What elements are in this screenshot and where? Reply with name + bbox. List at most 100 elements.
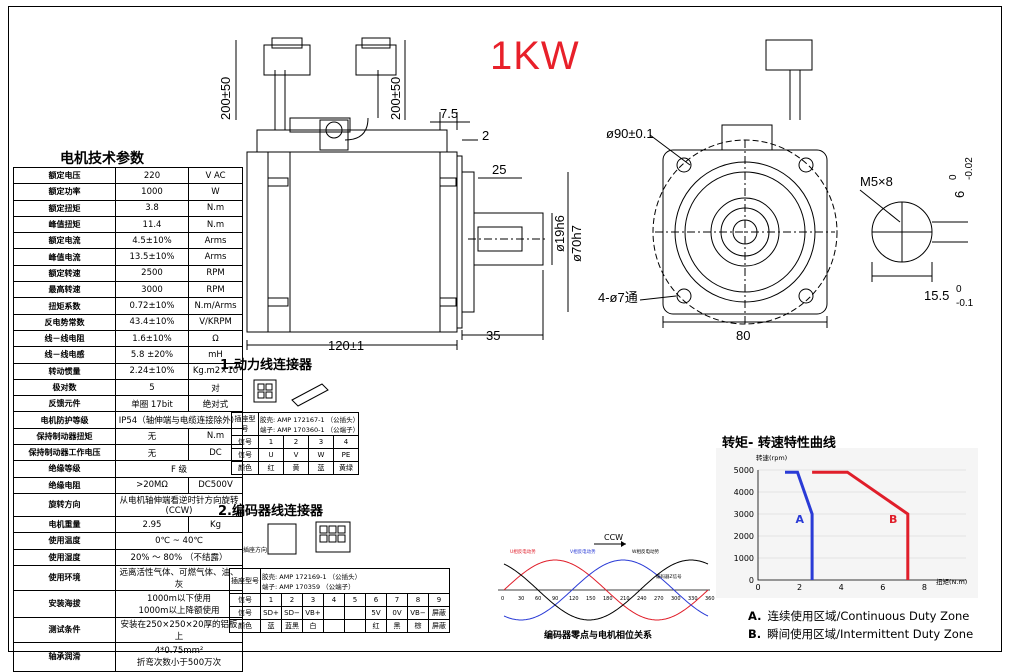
dim-flange-dia: ø70h7	[569, 225, 584, 262]
dim-key-height: 15.5	[924, 288, 949, 303]
encoder-conn-model1: 胶壳: AMP 172169-1 （公插头）	[262, 573, 362, 581]
dim-key-height-tol-lo: -0.1	[956, 298, 974, 309]
phase-tick-label: 150	[586, 596, 596, 602]
power-pin: 1	[258, 435, 284, 449]
drawing-sheet	[8, 6, 1002, 652]
power-row-color: 颜色	[231, 461, 259, 475]
chart-xtick-label: 4	[839, 583, 844, 592]
power-conn-model1: 胶壳: AMP 172167-1 （公插头）	[260, 416, 360, 424]
power-conn-model2: 端子: AMP 170360-1 （公端子）	[260, 426, 360, 434]
chart-ytick-label: 4000	[734, 488, 754, 497]
v-phase-wave	[503, 559, 709, 621]
power-pin: 3	[308, 435, 334, 449]
power-color: 蓝	[308, 461, 334, 475]
encoder-color	[323, 619, 345, 633]
chart-ytick-label: 2000	[734, 532, 754, 541]
chart-xtick-label: 2	[797, 583, 802, 592]
dim-thread: M5×8	[860, 174, 893, 189]
encoder-color: 蓝黑	[281, 619, 303, 633]
spec-name: 安装海拔	[13, 589, 116, 618]
series-label-a: A	[795, 513, 804, 526]
dim-key-height-tol-up: 0	[956, 284, 962, 295]
encoder-pin: 3	[302, 593, 324, 607]
dim-25: 25	[492, 162, 506, 177]
chart-ytick-label: 3000	[734, 510, 754, 519]
chart-ytick-label: 0	[749, 576, 754, 585]
encoder-signal: 0V	[386, 606, 408, 620]
dim-key-width-tol-lo: -0.02	[964, 157, 975, 180]
encoder-color: 白	[302, 619, 324, 633]
encoder-color: 黑	[386, 619, 408, 633]
encoder-row-pin: 信号	[229, 593, 261, 607]
ccw-arrowhead-icon	[621, 541, 626, 547]
encoder-color: 棕	[407, 619, 429, 633]
encoder-signal: VB+	[302, 606, 324, 620]
power-signal: W	[308, 448, 334, 462]
encoder-color: 红	[365, 619, 387, 633]
phase-tick-label: 360	[705, 596, 715, 602]
encoder-conn-tag: 插座方向	[243, 547, 268, 554]
phase-tick-label: 300	[671, 596, 681, 602]
z-signal-label: 编码器Z信号	[656, 573, 682, 580]
dim-7-5: 7.5	[440, 106, 458, 121]
power-pin: 4	[333, 435, 359, 449]
encoder-pin: 5	[344, 593, 366, 607]
power-conn-table: 插座型号 胶壳: AMP 172167-1 （公插头） 端子: AMP 1703…	[231, 412, 359, 475]
dim-key-width: 6	[952, 191, 967, 198]
phase-tick-label: 90	[552, 596, 558, 602]
phase-tick-label: 180	[603, 596, 613, 602]
encoder-conn-model2: 端子: AMP 170359 （公端子）	[262, 583, 355, 591]
encoder-pin: 1	[260, 593, 282, 607]
encoder-signal: SD−	[281, 606, 303, 620]
u-phase-wave	[503, 559, 709, 621]
spec-title: 电机技术参数	[60, 151, 144, 167]
encoder-pin: 4	[323, 593, 345, 607]
phase-tick-label: 210	[620, 596, 630, 602]
encoder-color: 屏蔽	[428, 619, 450, 633]
power-color: 黄绿	[333, 461, 359, 475]
power-pin: 2	[283, 435, 309, 449]
encoder-connector-icon	[267, 521, 351, 555]
encoder-conn-table: 插座型号 胶壳: AMP 172169-1 （公插头） 端子: AMP 1703…	[229, 568, 450, 633]
dim-pcd: ø90±0.1	[606, 126, 654, 141]
ccw-label: CCW	[604, 533, 623, 542]
encoder-pin: 6	[365, 593, 387, 607]
dim-cable-right: 200±50	[388, 77, 403, 120]
power-color: 红	[258, 461, 284, 475]
encoder-pin: 9	[428, 593, 450, 607]
chart-xtick-label: 8	[922, 583, 927, 592]
chart-ytick-label: 1000	[734, 554, 754, 563]
series-line-a	[785, 470, 814, 580]
phase-tick-label: 120	[569, 596, 579, 602]
legend-b: B.瞬间使用区域/Intermittent Duty Zone	[748, 626, 973, 642]
dim-shaft-dia: ø19h6	[552, 215, 567, 252]
dim-holes: 4-ø7通	[598, 290, 638, 305]
w-phase-label: W相反电动势	[632, 548, 659, 555]
spec-value: 0℃ ~ 40℃	[115, 532, 243, 550]
spec-value: >20MΩ	[115, 476, 189, 494]
series-line-b	[812, 470, 910, 580]
chart-axes	[757, 470, 966, 581]
spec-name: 测试条件	[13, 616, 116, 643]
encoder-color: 蓝	[260, 619, 282, 633]
spec-unit: DC500V	[188, 476, 243, 494]
legend-b-text: 瞬间使用区域/Intermittent Duty Zone	[767, 627, 974, 641]
chart-ylabel: 转速(rpm)	[756, 453, 787, 462]
u-phase-label: U相反电动势	[510, 548, 536, 555]
chart-xtick-label: 6	[880, 583, 885, 592]
encoder-signal	[344, 606, 366, 620]
spec-value: 1000m以下使用 1000m以上降额使用	[115, 589, 243, 618]
power-conn-title: 1.动力线连接器	[220, 358, 312, 373]
legend-a: A.连续使用区域/Continuous Duty Zone	[748, 608, 969, 624]
power-signal: V	[283, 448, 309, 462]
spec-row: 旋转方向从电机轴伸端看逆时针方向旋转(CCW)	[13, 492, 243, 517]
dim-2: 2	[482, 128, 489, 143]
